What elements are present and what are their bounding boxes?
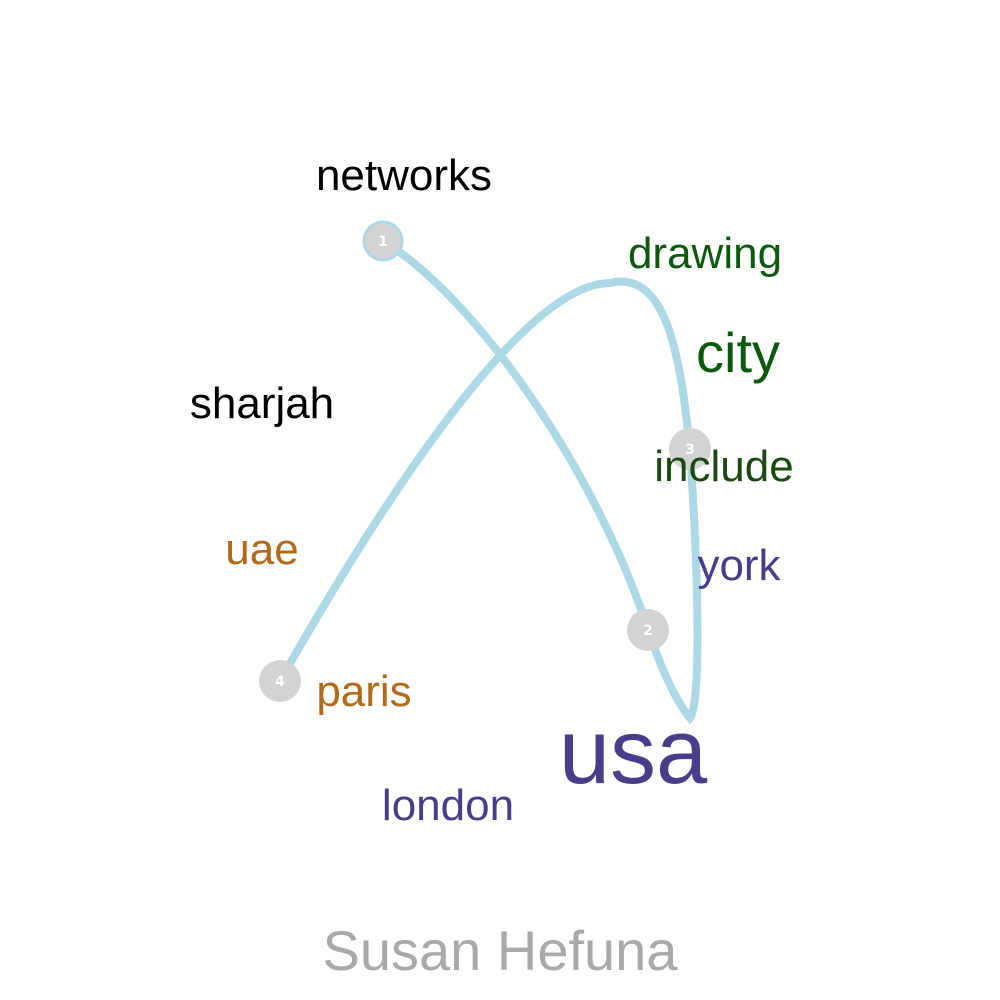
path-segment-2-3 bbox=[644, 446, 702, 725]
path-segment-3-4 bbox=[276, 277, 694, 685]
node-2-label: 2 bbox=[643, 623, 653, 639]
word-sharjah: sharjah bbox=[190, 379, 334, 428]
word-paris: paris bbox=[316, 667, 411, 716]
node-3-label: 3 bbox=[685, 442, 695, 458]
path-segment-1-2 bbox=[379, 237, 652, 634]
word-networks: networks bbox=[316, 151, 492, 200]
node-1-label: 1 bbox=[378, 234, 388, 250]
word-uae: uae bbox=[225, 525, 298, 574]
node-2: 2 bbox=[627, 609, 669, 651]
node-1: 1 bbox=[362, 220, 404, 262]
diagram-title: Susan Hefuna bbox=[323, 919, 679, 982]
word-usa: usa bbox=[559, 701, 708, 803]
word-york: york bbox=[697, 541, 781, 590]
node-4-label: 4 bbox=[275, 674, 285, 690]
word-city: city bbox=[696, 321, 780, 384]
word-london: london bbox=[382, 781, 514, 830]
word-drawing: drawing bbox=[628, 229, 782, 278]
node-4: 4 bbox=[259, 660, 301, 702]
word-include: include bbox=[654, 442, 793, 491]
node-3: 3 bbox=[669, 428, 711, 470]
